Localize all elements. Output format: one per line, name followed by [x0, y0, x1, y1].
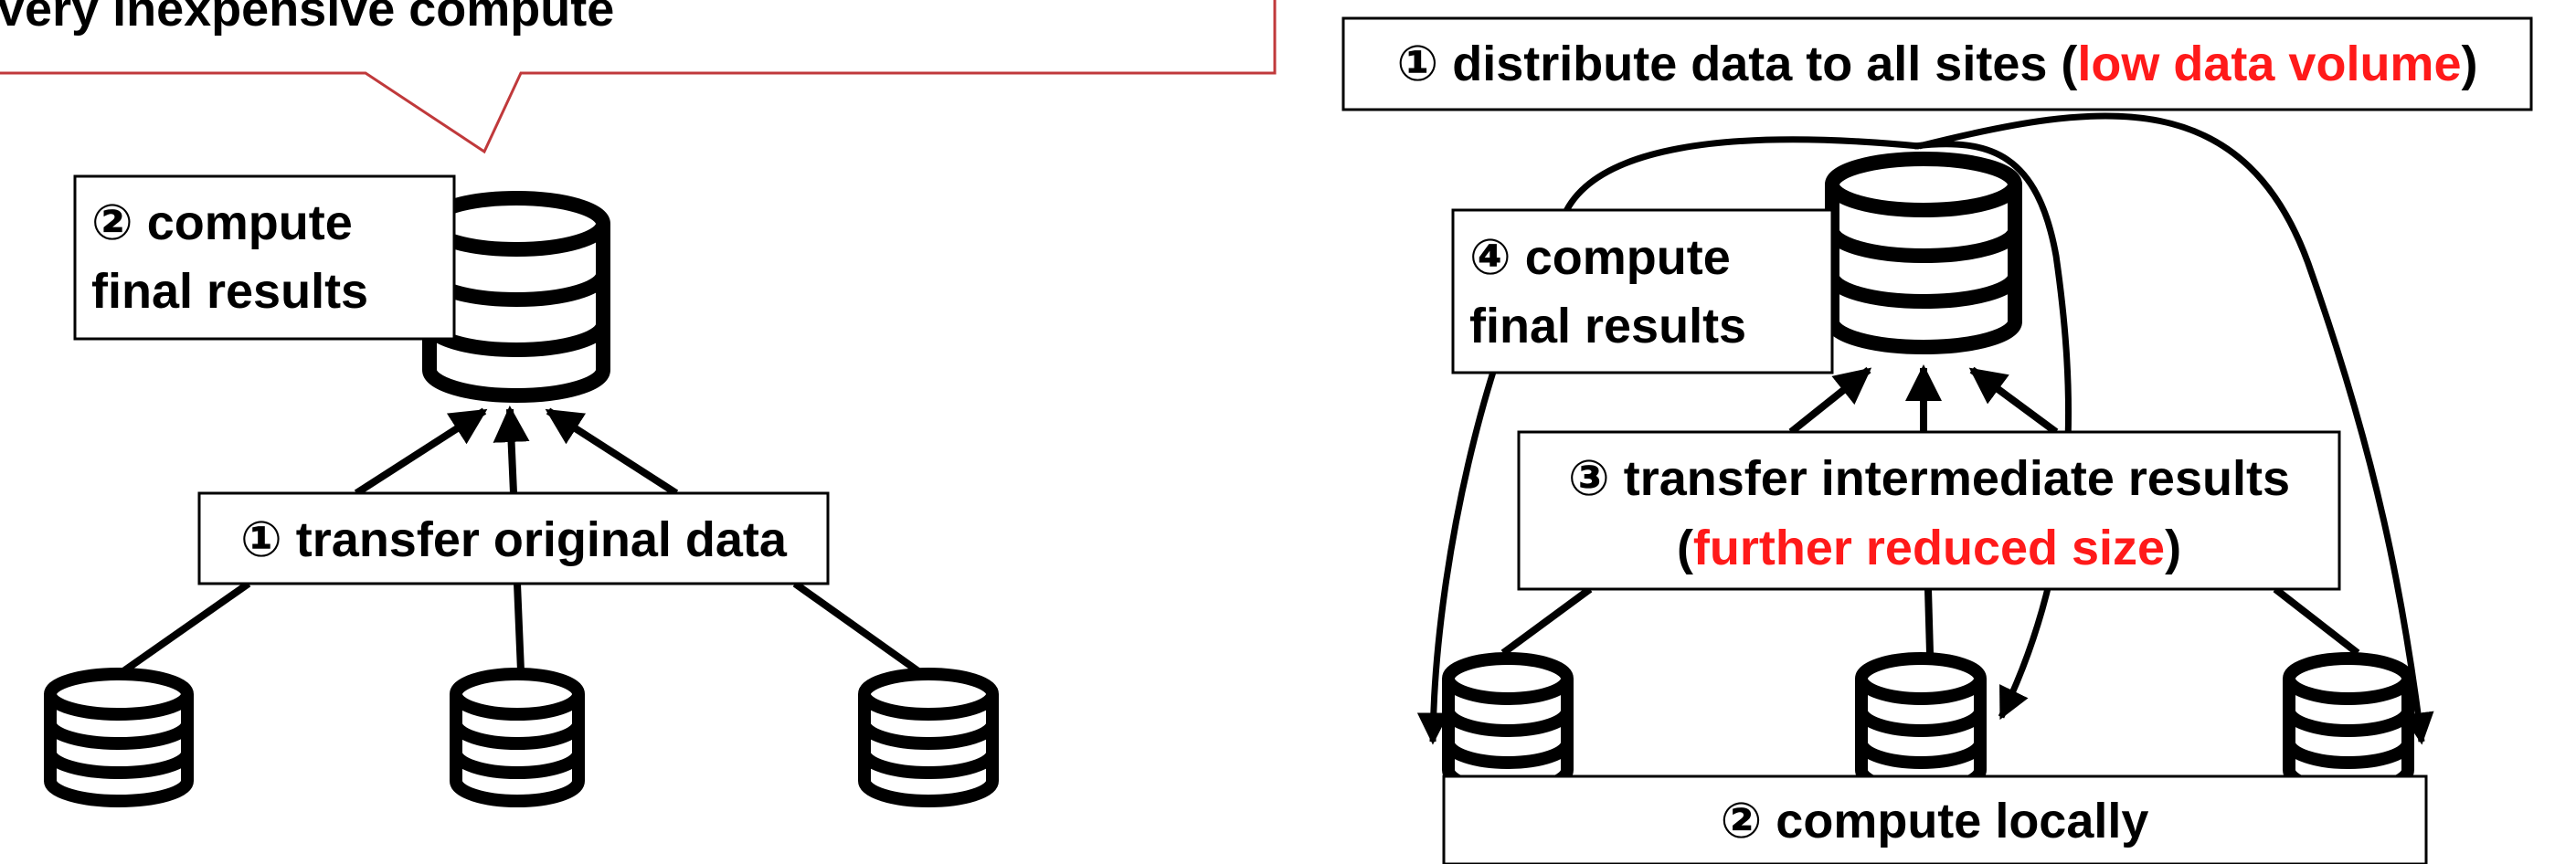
transfer-arrows: [354, 406, 679, 497]
database-icon-site-2: [450, 668, 585, 807]
step3-transfer-label: ③ transfer intermediate results (further…: [1517, 430, 2341, 591]
site-connector-lines-right: [1500, 585, 2360, 657]
step2-compute-locally-box: [1442, 774, 2428, 864]
step1-distribute-emphasis: low data volume: [2077, 37, 2461, 91]
step1-distribute-prefix: ① distribute data to all sites (: [1397, 37, 2078, 91]
connector-line-right-site-2: [1924, 588, 1934, 654]
database-icon-central: [422, 191, 610, 403]
connector-line-site-3: [792, 580, 921, 675]
step3-line2-suffix: ): [2165, 521, 2181, 575]
step3-line1: ③ transfer intermediate results: [1568, 451, 2290, 506]
step1-text: ① transfer original data: [240, 512, 788, 567]
step2-label-box: [73, 174, 456, 341]
step3-line2: (further reduced size): [1677, 521, 2181, 575]
step1-distribute-suffix: ): [2461, 37, 2477, 91]
step2-compute-locally-label: ② compute locally: [1442, 774, 2428, 864]
database-icon-site-1: [44, 668, 194, 807]
step2-compute-locally-text: ② compute locally: [1721, 794, 2149, 848]
step3-label-box: [1517, 430, 2341, 591]
database-icon-site-3-right: [2283, 652, 2414, 796]
arrow-right-panel-left: [1788, 366, 1872, 436]
database-icon-site-2-right: [1855, 652, 1987, 796]
step3-line2-prefix: (: [1677, 521, 1693, 575]
step1-distribute-box: [1341, 16, 2533, 111]
step2-line1: ② compute: [91, 195, 353, 250]
arrow-right-panel-right: [1968, 366, 2059, 436]
connector-line-site-2: [514, 583, 525, 672]
step4-line1: ④ compute: [1469, 230, 1731, 285]
step1-transfer-label: ① transfer original data: [197, 491, 830, 585]
step2-compute-label: ② compute final results: [73, 174, 456, 341]
callout-bubble-outline: [0, 0, 1277, 154]
arrow-center: [493, 406, 530, 494]
right-panel: ① distribute data to all sites (low data…: [1341, 16, 2533, 864]
connector-line-site-1: [121, 580, 251, 675]
step1-label-box: [197, 491, 830, 585]
site-connector-lines: [121, 580, 921, 675]
step4-compute-label: ④ compute final results: [1451, 208, 1834, 374]
arrow-right: [545, 407, 679, 497]
database-icon-site-1-right: [1442, 652, 1574, 796]
step4-line2: final results: [1469, 299, 1746, 353]
database-icon-site-3: [858, 668, 999, 807]
intermediate-arrows: [1788, 364, 2059, 436]
left-panel: Very inexpensive compute ② compute final…: [0, 0, 1277, 807]
callout-bubble: Very inexpensive compute: [0, 0, 1277, 154]
step3-line2-emphasis: further reduced size: [1693, 521, 2165, 575]
step1-distribute-label: ① distribute data to all sites (low data…: [1341, 16, 2533, 111]
connector-line-right-site-3: [2273, 585, 2360, 657]
callout-text: Very inexpensive compute: [0, 0, 614, 37]
step4-label-box: [1451, 208, 1834, 374]
step2-line2: final results: [91, 264, 368, 319]
distribution-curve-site-3: [1918, 112, 2434, 745]
step1-distribute-text: ① distribute data to all sites (low data…: [1397, 37, 2478, 91]
arrow-left: [354, 407, 488, 497]
connector-line-right-site-1: [1500, 585, 1593, 657]
database-icon-central-right: [1825, 152, 2022, 354]
